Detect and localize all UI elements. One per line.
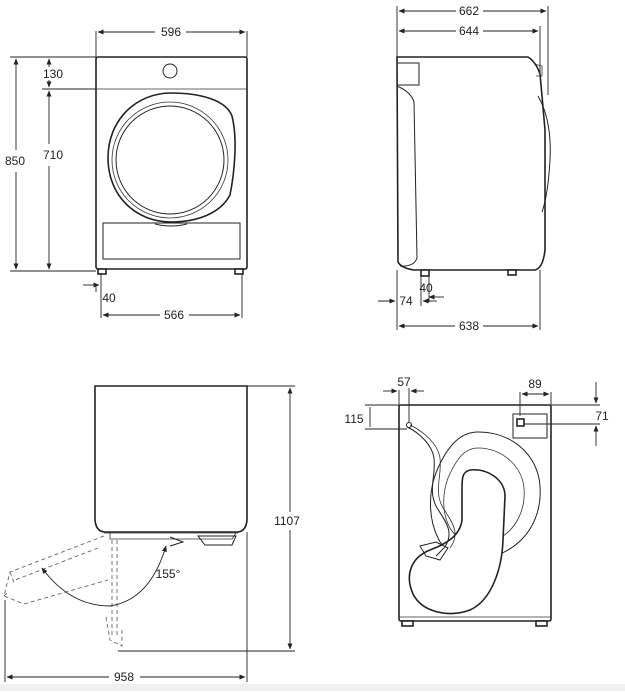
drain-hose-inner	[409, 424, 456, 549]
back-view: 57 115 89 71	[344, 375, 609, 627]
label-662: 662	[459, 4, 479, 18]
label-71: 71	[595, 409, 609, 423]
label-566: 566	[164, 308, 184, 322]
front-foot-left	[97, 268, 107, 275]
angle-arc	[41, 545, 167, 607]
label-40-front: 40	[102, 291, 116, 305]
side-foot-back	[507, 269, 517, 276]
side-top-panel	[396, 62, 420, 86]
front-foot-right	[234, 268, 244, 275]
label-40-side: 40	[419, 281, 433, 295]
water-outlet-connector	[516, 418, 525, 427]
swung-door-inner	[14, 547, 99, 581]
hinge-detail	[169, 536, 185, 547]
open-door-handle	[196, 535, 237, 546]
door-handle	[154, 223, 188, 227]
label-638: 638	[459, 319, 479, 333]
water-outlet-box	[512, 413, 548, 439]
label-115: 115	[344, 412, 363, 426]
back-foot-right	[535, 620, 548, 627]
swung-door-bottom	[105, 616, 123, 647]
filter-panel	[102, 222, 241, 260]
drain-hose	[406, 426, 450, 557]
side-view: 662 644 40 74 638	[378, 4, 551, 333]
door-inner-ring	[111, 101, 229, 219]
label-644: 644	[459, 24, 479, 38]
label-958: 958	[114, 670, 134, 684]
label-850: 850	[5, 154, 25, 168]
label-57: 57	[397, 375, 411, 389]
label-1107: 1107	[274, 514, 300, 528]
back-foot-left	[401, 620, 414, 627]
top-view-door-open: 155° 1107 958	[3, 385, 300, 684]
condenser-duct	[408, 469, 506, 615]
label-89: 89	[528, 377, 542, 391]
program-knob-icon	[162, 63, 178, 79]
hose-outlet	[406, 422, 412, 428]
swung-door-end	[3, 571, 15, 597]
front-view: 596 850 130 710 40 566	[5, 25, 248, 322]
label-130: 130	[43, 67, 63, 81]
top-cabinet	[94, 385, 248, 533]
door-frame	[107, 92, 236, 223]
side-door-hinge	[537, 95, 551, 213]
side-back-feature	[533, 63, 543, 77]
side-foot	[420, 269, 430, 277]
swung-door-outline	[3, 535, 109, 605]
side-door-bulge	[396, 85, 418, 267]
label-710: 710	[43, 148, 63, 162]
door-glass	[115, 105, 225, 215]
label-596: 596	[161, 25, 181, 39]
label-74: 74	[399, 294, 413, 308]
hose-clip	[419, 541, 449, 561]
label-155: 155°	[156, 567, 181, 581]
side-cabinet	[396, 56, 546, 271]
bottom-strip	[0, 684, 625, 691]
